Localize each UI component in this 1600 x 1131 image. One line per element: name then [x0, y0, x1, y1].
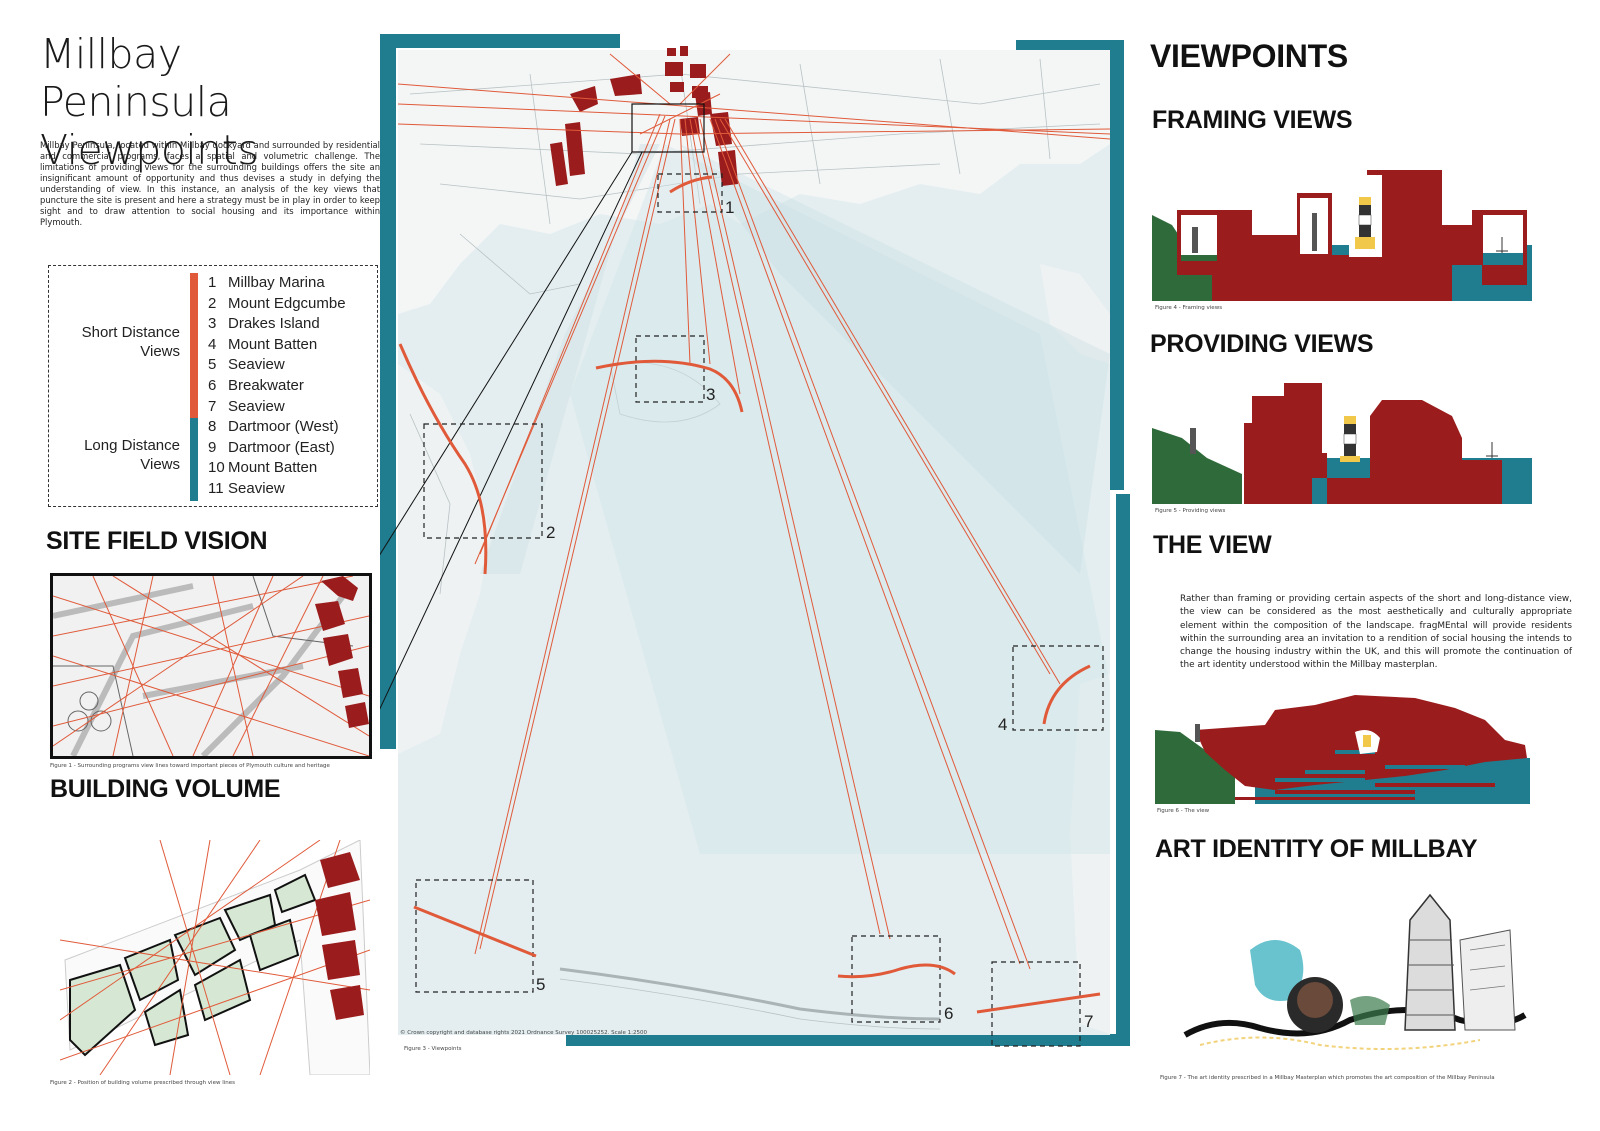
figure-3-caption: Figure 3 - Viewpoints [404, 1046, 462, 1052]
providing-views-heading: PROVIDING VIEWS [1150, 330, 1374, 358]
the-view-heading: THE VIEW [1153, 531, 1272, 559]
viewpoints-map [367, 34, 1140, 1054]
figure-4-caption: Figure 4 - Framing views [1155, 305, 1223, 311]
figure-2-caption: Figure 2 - Position of building volume p… [50, 1080, 236, 1086]
viewpoint-label-1: 1 [725, 198, 735, 217]
title-line-1: Millbay Peninsula [40, 30, 232, 126]
long-distance-bar [190, 418, 198, 501]
building-volume-figure [59, 839, 371, 1076]
viewpoint-label-6: 6 [944, 1004, 954, 1023]
site-field-vision-figure [50, 573, 372, 759]
art-identity-figure [1180, 880, 1530, 1065]
viewpoint-label-5: 5 [536, 975, 546, 994]
building-volume-drawing [59, 839, 371, 1076]
legend-long-group: Long Distance Views [84, 437, 180, 473]
figure-5-caption: Figure 5 - Providing views [1155, 508, 1226, 514]
viewpoint-label-7: 7 [1084, 1012, 1094, 1031]
building-volume-heading: BUILDING VOLUME [50, 775, 281, 803]
providing-views-figure [1152, 378, 1532, 506]
art-identity-collage [1183, 893, 1527, 1050]
map-copyright: © Crown copyright and database rights 20… [400, 1030, 648, 1036]
framing-views-heading: FRAMING VIEWS [1152, 106, 1353, 134]
viewpoint-label-4: 4 [998, 715, 1008, 734]
figure-7-caption: Figure 7 - The art identity prescribed i… [1160, 1075, 1495, 1081]
figure-1-caption: Figure 1 - Surrounding programs view lin… [50, 763, 330, 769]
art-identity-heading: ART IDENTITY OF MILLBAY [1155, 835, 1478, 863]
intro-paragraph: Millbay Peninsula, located within Millba… [40, 140, 380, 227]
viewpoints-map-drawing [367, 34, 1130, 1047]
page-title: Millbay Peninsula Viewpoints [40, 30, 380, 174]
framing-views-figure [1152, 165, 1532, 305]
viewpoints-heading: VIEWPOINTS [1150, 38, 1348, 74]
viewpoint-label-3: 3 [706, 385, 716, 404]
legend-short-group: Short Distance Views [81, 324, 180, 360]
title-line-2: Viewpoints [40, 126, 259, 174]
short-distance-bar [190, 273, 198, 418]
the-view-drawing [1155, 695, 1530, 804]
the-view-figure [1155, 690, 1530, 806]
figure-6-caption: Figure 6 - The view [1157, 808, 1210, 814]
the-view-text: Rather than framing or providing certain… [1180, 594, 1572, 671]
legend-box [48, 265, 378, 507]
providing-views-drawing [1152, 383, 1532, 504]
framing-views-drawing [1152, 170, 1532, 301]
site-field-vision-heading: SITE FIELD VISION [46, 527, 268, 555]
viewpoint-label-2: 2 [546, 523, 556, 542]
site-field-vision-drawing [53, 576, 369, 756]
